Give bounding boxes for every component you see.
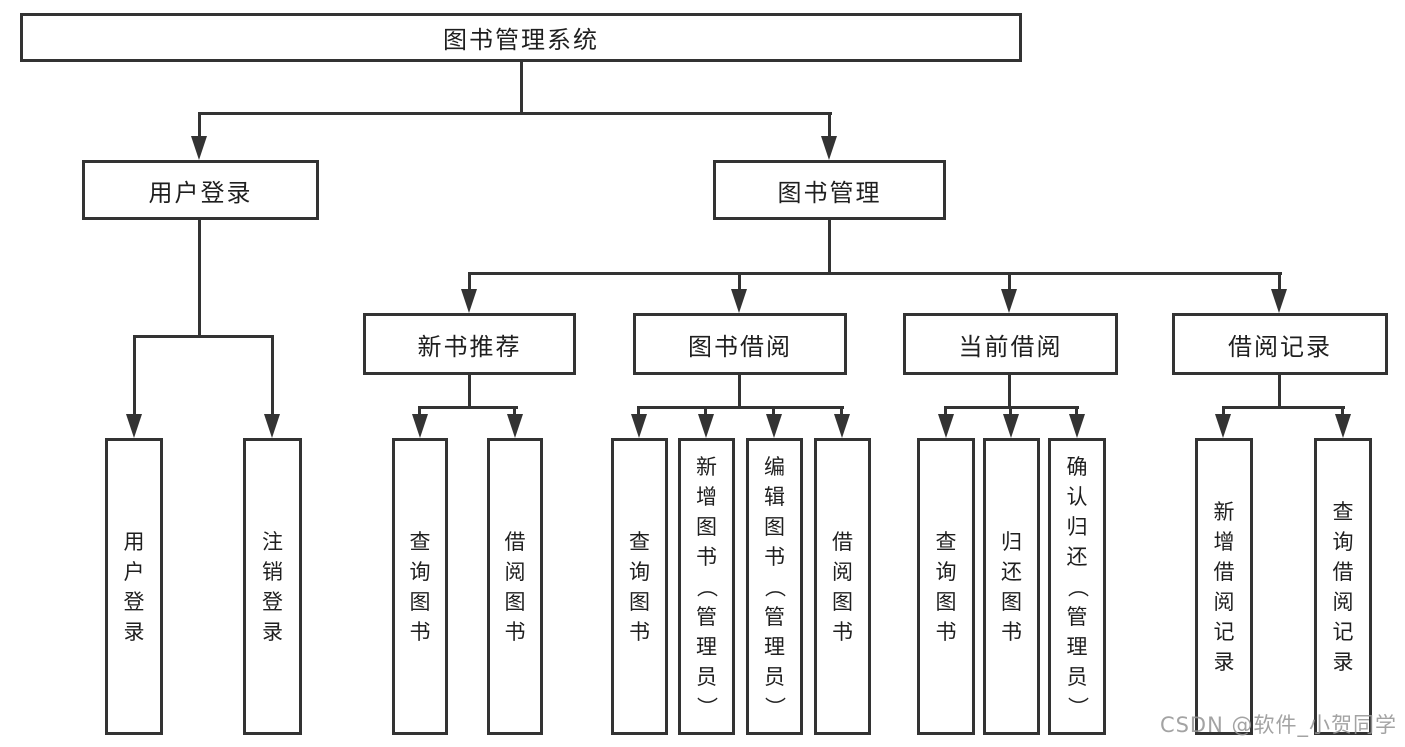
node-current-borrowing: 当前借阅 bbox=[903, 313, 1118, 375]
leaf-label: 查询借阅记录 bbox=[1332, 499, 1354, 674]
arrow-down-icon bbox=[938, 414, 954, 438]
connector-line bbox=[520, 62, 523, 115]
leaf-label: 确认归还（管理员） bbox=[1065, 454, 1089, 718]
connector-line bbox=[772, 406, 775, 418]
csdn-watermark: CSDN @软件_小贺同学 bbox=[1159, 713, 1397, 737]
leaf-add-book-admin: 新增图书（管理员） bbox=[678, 438, 735, 735]
connector-line bbox=[944, 406, 947, 418]
leaf-label: 注销登录 bbox=[262, 529, 283, 644]
connector-line bbox=[133, 335, 274, 338]
connector-line bbox=[1278, 272, 1281, 291]
arrow-down-icon bbox=[191, 136, 207, 160]
connector-line bbox=[828, 220, 831, 275]
connector-line bbox=[704, 406, 707, 418]
arrow-down-icon bbox=[1215, 414, 1231, 438]
connector-line bbox=[198, 112, 201, 140]
connector-line bbox=[840, 406, 843, 418]
arrow-down-icon bbox=[1271, 289, 1287, 313]
leaf-query-borrow-record: 查询借阅记录 bbox=[1314, 438, 1372, 735]
connector-line bbox=[1341, 406, 1344, 418]
connector-line bbox=[133, 335, 136, 416]
connector-line bbox=[1009, 406, 1012, 418]
arrow-down-icon bbox=[1069, 414, 1085, 438]
arrow-down-icon bbox=[412, 414, 428, 438]
leaf-label: 查询图书 bbox=[409, 529, 431, 644]
connector-line bbox=[468, 272, 1282, 275]
node-book-borrowing: 图书借阅 bbox=[633, 313, 847, 375]
leaf-add-borrow-record: 新增借阅记录 bbox=[1195, 438, 1253, 735]
arrow-down-icon bbox=[731, 289, 747, 313]
leaf-query-books: 查询图书 bbox=[392, 438, 448, 735]
leaf-label: 借阅图书 bbox=[832, 529, 853, 644]
connector-line bbox=[637, 406, 640, 418]
arrow-down-icon bbox=[631, 414, 647, 438]
arrow-down-icon bbox=[1001, 289, 1017, 313]
leaf-confirm-return-admin: 确认归还（管理员） bbox=[1048, 438, 1106, 735]
arrow-down-icon bbox=[507, 414, 523, 438]
arrow-down-icon bbox=[126, 414, 142, 438]
leaf-label: 归还图书 bbox=[1001, 529, 1022, 644]
connector-line bbox=[1278, 375, 1281, 409]
connector-line bbox=[1008, 272, 1011, 291]
arrow-down-icon bbox=[264, 414, 280, 438]
arrow-down-icon bbox=[698, 414, 714, 438]
node-book-management: 图书管理 bbox=[713, 160, 946, 220]
arrow-down-icon bbox=[821, 136, 837, 160]
connector-line bbox=[468, 272, 471, 291]
connector-line bbox=[271, 335, 274, 416]
leaf-query-books: 查询图书 bbox=[917, 438, 975, 735]
leaf-logout: 注销登录 bbox=[243, 438, 302, 735]
leaf-borrow-books: 借阅图书 bbox=[814, 438, 871, 735]
connector-line bbox=[738, 272, 741, 291]
leaf-label: 用户登录 bbox=[123, 529, 145, 644]
arrow-down-icon bbox=[1335, 414, 1351, 438]
leaf-user-login: 用户登录 bbox=[105, 438, 163, 735]
connector-line bbox=[738, 375, 741, 409]
node-user-login: 用户登录 bbox=[82, 160, 319, 220]
connector-line bbox=[513, 406, 516, 418]
leaf-label: 查询图书 bbox=[629, 529, 650, 644]
arrow-down-icon bbox=[461, 289, 477, 313]
leaf-borrow-books: 借阅图书 bbox=[487, 438, 543, 735]
connector-line bbox=[198, 112, 832, 115]
connector-line bbox=[828, 112, 831, 140]
leaf-return-books: 归还图书 bbox=[983, 438, 1040, 735]
leaf-query-books: 查询图书 bbox=[611, 438, 668, 735]
connector-line bbox=[418, 406, 518, 409]
connector-line bbox=[1008, 375, 1011, 409]
arrow-down-icon bbox=[834, 414, 850, 438]
node-borrowing-records: 借阅记录 bbox=[1172, 313, 1388, 375]
arrow-down-icon bbox=[766, 414, 782, 438]
arrow-down-icon bbox=[1003, 414, 1019, 438]
connector-line bbox=[637, 406, 844, 409]
node-new-book-recommendation: 新书推荐 bbox=[363, 313, 576, 375]
connector-line bbox=[1222, 406, 1345, 409]
connector-line bbox=[1222, 406, 1225, 418]
connector-line bbox=[468, 375, 471, 409]
leaf-label: 新增借阅记录 bbox=[1213, 499, 1235, 674]
connector-line bbox=[418, 406, 421, 418]
leaf-edit-book-admin: 编辑图书（管理员） bbox=[746, 438, 803, 735]
connector-line bbox=[198, 220, 201, 338]
leaf-label: 新增图书（管理员） bbox=[694, 454, 719, 718]
connector-line bbox=[1075, 406, 1078, 418]
leaf-label: 编辑图书（管理员） bbox=[762, 454, 787, 718]
node-library-management-system: 图书管理系统 bbox=[20, 13, 1022, 62]
leaf-label: 查询图书 bbox=[935, 529, 957, 644]
leaf-label: 借阅图书 bbox=[504, 529, 526, 644]
